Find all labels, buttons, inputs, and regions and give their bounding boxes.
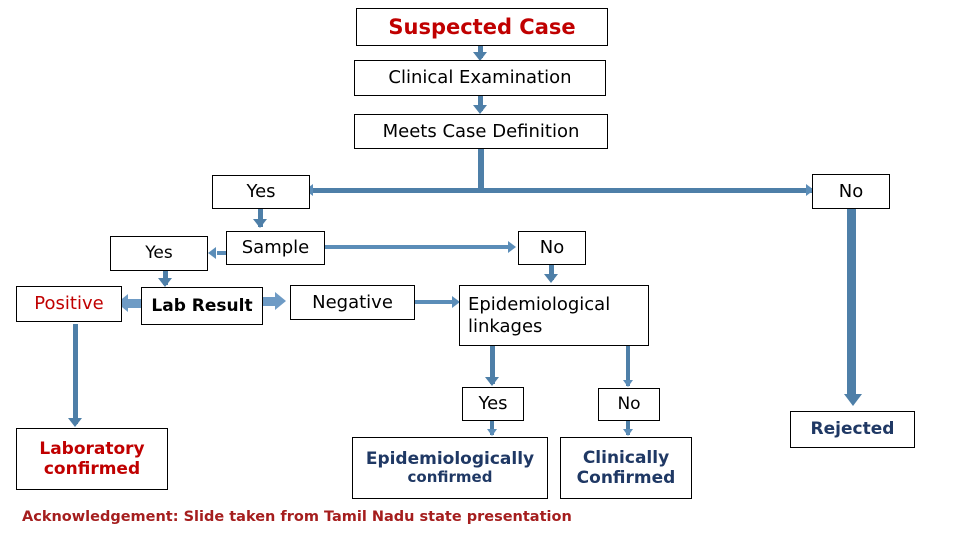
acknowledgement-footer: Acknowledgement: Slide taken from Tamil … xyxy=(22,509,572,525)
arrowhead-suspected-to-clinical xyxy=(473,52,487,61)
node-meets-case-definition[interactable]: Meets Case Definition xyxy=(354,114,608,149)
node-sample-label: Sample xyxy=(241,237,310,259)
node-yes-meets[interactable]: Yes xyxy=(212,175,310,209)
connector-positive-to-labconfirmed xyxy=(73,324,78,424)
node-epidemiologically-confirmed[interactable]: Epidemiologically confirmed xyxy=(352,437,548,499)
connector-suspected-to-clinical xyxy=(478,44,483,58)
node-yes-sample[interactable]: Yes xyxy=(110,236,208,271)
node-no-sample-label: No xyxy=(539,237,565,259)
node-no-meets-label: No xyxy=(838,180,864,202)
arrowhead-nolinkage-to-clinconfirmed xyxy=(623,429,633,436)
node-rejected-label: Rejected xyxy=(810,419,895,440)
node-sample[interactable]: Sample xyxy=(226,231,325,265)
node-negative[interactable]: Negative xyxy=(290,285,415,320)
node-lab-result[interactable]: Lab Result xyxy=(141,287,263,325)
node-lab-result-label: Lab Result xyxy=(151,295,253,316)
arrowhead-sample-to-yes xyxy=(208,247,216,259)
connector-nosample-to-linkages xyxy=(549,264,554,280)
arrowhead-linkages-to-no xyxy=(623,380,633,387)
arrowhead-positive-to-labconfirmed xyxy=(68,418,82,427)
connector-linkages-to-no xyxy=(626,346,630,386)
node-clinically-confirmed[interactable]: Clinically Confirmed xyxy=(560,437,692,499)
arrowhead-meets-to-no xyxy=(806,184,814,196)
node-yes-linkage[interactable]: Yes xyxy=(462,387,524,421)
connector-labresult-to-positive xyxy=(128,299,142,308)
connector-linkages-to-yes xyxy=(490,346,495,384)
node-negative-label: Negative xyxy=(312,291,393,313)
arrowhead-sample-to-no xyxy=(508,241,516,253)
node-clinical-examination-label: Clinical Examination xyxy=(388,67,572,89)
node-epidemiological-linkages-label: Epidemiological linkages xyxy=(468,294,611,337)
connector-meets-split-bar xyxy=(310,188,815,193)
node-clinically-confirmed-line1: Clinically xyxy=(582,447,670,468)
node-suspected-case[interactable]: Suspected Case xyxy=(356,8,608,46)
node-positive-label: Positive xyxy=(34,293,104,315)
node-yes-sample-label: Yes xyxy=(145,243,173,264)
connector-sample-to-yes xyxy=(217,251,229,255)
arrowhead-nosample-to-linkages xyxy=(544,274,558,283)
node-clinical-examination[interactable]: Clinical Examination xyxy=(354,60,606,96)
node-rejected[interactable]: Rejected xyxy=(790,411,915,448)
connector-meets-stem xyxy=(478,148,484,190)
node-laboratory-confirmed[interactable]: Laboratory confirmed xyxy=(16,428,168,490)
node-yes-meets-label: Yes xyxy=(246,181,276,203)
node-epidemiological-linkages[interactable]: Epidemiological linkages xyxy=(459,285,649,346)
arrowhead-negative-to-linkages xyxy=(452,296,460,308)
arrowhead-nomeets-to-rejected xyxy=(844,394,862,406)
node-positive[interactable]: Positive xyxy=(16,286,122,322)
connector-nolinkage-to-clinconfirmed xyxy=(626,421,630,435)
node-laboratory-confirmed-line1: Laboratory xyxy=(39,438,145,459)
connector-sample-to-no xyxy=(325,245,509,249)
node-no-linkage-label: No xyxy=(617,394,641,415)
arrowhead-linkages-to-yes xyxy=(485,377,499,386)
node-meets-case-definition-label: Meets Case Definition xyxy=(382,120,580,142)
connector-clinical-to-meets xyxy=(478,95,483,111)
node-no-linkage[interactable]: No xyxy=(598,388,660,421)
node-clinically-confirmed-line2: Confirmed xyxy=(576,468,676,488)
arrowhead-labresult-to-negative xyxy=(275,292,286,310)
node-epidemiologically-confirmed-line1: Epidemiologically xyxy=(365,449,535,470)
connector-yes-to-sample xyxy=(258,209,263,227)
connector-negative-to-linkages xyxy=(415,300,453,304)
arrowhead-yessample-to-labresult xyxy=(158,278,172,287)
arrowhead-yeslinkage-to-epiconfirmed xyxy=(487,429,497,436)
connector-labresult-to-negative xyxy=(262,297,276,306)
node-no-sample[interactable]: No xyxy=(518,231,586,265)
node-suspected-case-label: Suspected Case xyxy=(388,14,576,39)
arrowhead-clinical-to-meets xyxy=(473,105,487,114)
arrowhead-yes-to-sample xyxy=(253,219,267,228)
node-laboratory-confirmed-line2: confirmed xyxy=(43,459,141,479)
connector-nomeets-to-rejected xyxy=(847,208,856,398)
arrowhead-labresult-to-positive xyxy=(117,294,128,312)
connector-yeslinkage-to-epiconfirmed xyxy=(490,421,494,435)
node-epidemiologically-confirmed-line2: confirmed xyxy=(407,468,493,487)
node-yes-linkage-label: Yes xyxy=(478,393,508,415)
node-no-meets[interactable]: No xyxy=(812,174,890,209)
